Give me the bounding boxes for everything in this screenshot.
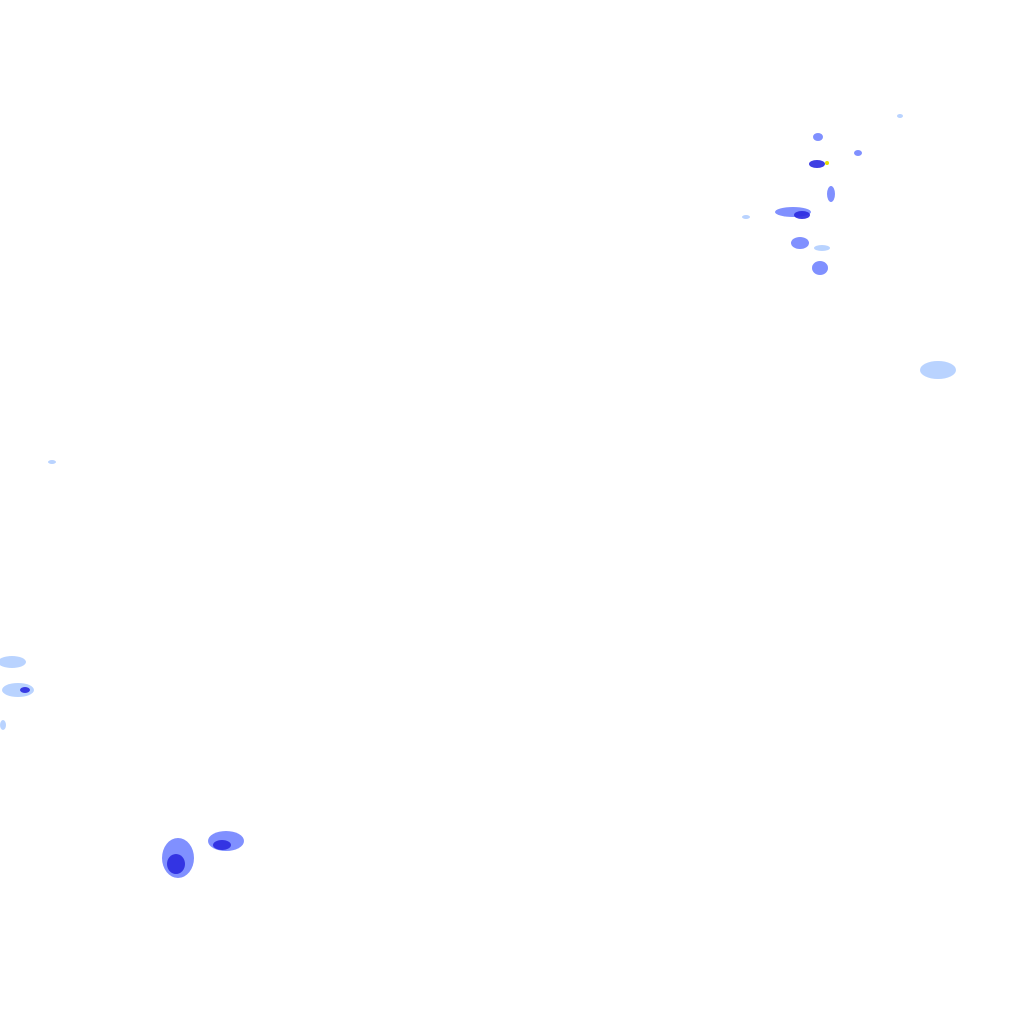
radar-echo (0, 720, 6, 730)
echo-cluster-northeast (742, 114, 956, 379)
radar-echo (742, 215, 750, 219)
radar-echo (813, 133, 823, 141)
radar-echo (827, 186, 835, 202)
radar-echo (0, 656, 26, 668)
radar-echo (794, 211, 810, 219)
radar-echo (20, 687, 30, 693)
radar-echo (854, 150, 862, 156)
radar-echo-peak (825, 161, 829, 165)
radar-echo (920, 361, 956, 379)
radar-echo (897, 114, 903, 118)
echo-cluster-west (0, 460, 56, 730)
radar-echo (814, 245, 830, 251)
radar-echo (48, 460, 56, 464)
radar-echo (809, 160, 825, 168)
radar-echo (791, 237, 809, 249)
radar-echo (213, 840, 231, 850)
echo-cluster-southwest (162, 831, 244, 878)
radar-echo (167, 854, 185, 874)
radar-echo (2, 683, 34, 697)
radar-echo (812, 261, 828, 275)
